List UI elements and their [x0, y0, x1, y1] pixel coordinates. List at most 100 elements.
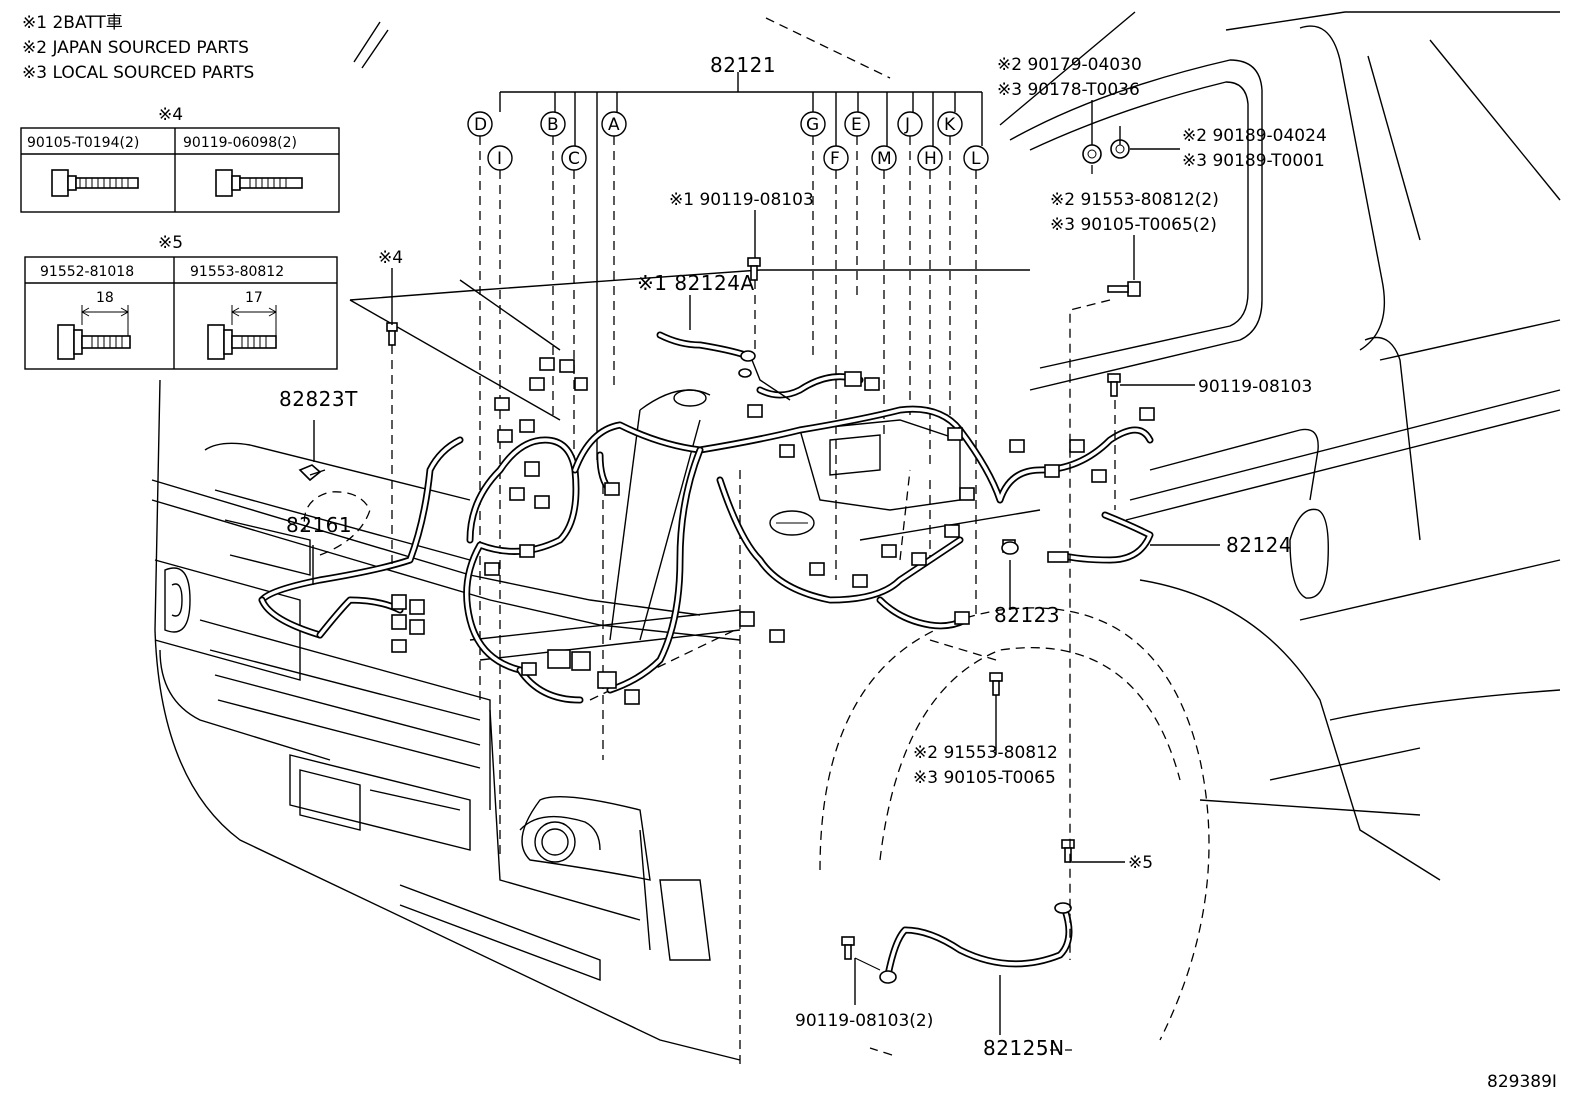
label-90119-08103-a: ※1 90119-08103 — [669, 190, 814, 210]
cable-82124 — [1047, 511, 1154, 564]
diagram-id: 829389I — [1487, 1072, 1557, 1092]
bolt-icon — [1107, 281, 1141, 297]
svg-text:D: D — [474, 115, 487, 135]
nut-icon — [1082, 144, 1102, 164]
connector-block — [534, 495, 550, 509]
connector-callout-I: I — [487, 145, 513, 171]
connector-block — [597, 671, 617, 689]
connector-callouts: D I B C A G F E — [467, 72, 989, 1070]
label-82124A: ※1 82124A — [637, 271, 755, 295]
connector-block — [1009, 439, 1025, 453]
svg-text:B: B — [547, 115, 559, 135]
connector-block — [574, 377, 588, 391]
dim-17: 17 — [245, 290, 263, 306]
flange-bolt-icon — [215, 169, 303, 197]
label-90105-T0065-2: ※3 90105-T0065(2) — [1050, 215, 1217, 235]
connector-block — [571, 651, 591, 671]
bolt-table-4: ※4 90105-T0194(2) 90119-06098(2) — [20, 105, 340, 213]
connector-block — [519, 544, 535, 558]
svg-text:G: G — [806, 115, 819, 135]
connector-callout-A: A — [601, 111, 627, 137]
cable-82124A — [656, 331, 791, 401]
svg-text:A: A — [608, 115, 620, 135]
connector-block — [852, 574, 868, 588]
connector-block — [604, 482, 620, 496]
bolt-icons — [386, 139, 1141, 960]
svg-text:C: C — [568, 149, 580, 169]
svg-text:F: F — [830, 149, 840, 169]
engine-room-harness-82121 — [463, 373, 1154, 704]
bolt-icon — [1107, 373, 1121, 397]
label-90119-08103-b: 90119-08103 — [1198, 377, 1312, 397]
connector-block — [1091, 469, 1107, 483]
svg-text:E: E — [851, 115, 862, 135]
svg-text:L: L — [971, 149, 981, 169]
note-1: ※1 2BATT車 — [22, 13, 123, 33]
connector-block — [944, 524, 960, 538]
label-90179-04030: ※2 90179-04030 — [997, 55, 1142, 75]
connector-block — [524, 461, 540, 477]
svg-text:M: M — [877, 149, 892, 169]
connector-block — [947, 427, 963, 441]
label-91553-80812-2: ※2 91553-80812(2) — [1050, 190, 1219, 210]
flange-bolt-icon — [51, 169, 139, 197]
connector-block — [739, 611, 755, 627]
connector-block — [864, 377, 880, 391]
connector-block — [521, 662, 537, 676]
label-note5: ※5 — [1128, 853, 1153, 873]
connector-block — [844, 371, 862, 387]
label-82121: 82121 — [710, 53, 776, 77]
label-82823T: 82823T — [279, 387, 358, 411]
connector-block — [529, 377, 545, 391]
connector-callout-M: M — [871, 145, 897, 171]
bolt-table-5: ※5 91552-81018 91553-80812 18 17 — [24, 233, 338, 370]
connector-callout-L: L — [963, 145, 989, 171]
leader-lines — [312, 100, 1220, 1056]
note-2: ※2 JAPAN SOURCED PARTS — [22, 38, 249, 58]
bolt-icon — [841, 936, 855, 960]
bolt-icon — [989, 672, 1003, 696]
connector-block — [624, 689, 640, 705]
connector-block — [494, 397, 510, 411]
table5-col-1: 91552-81018 — [40, 264, 134, 280]
table4-col-1: 90105-T0194(2) — [27, 135, 139, 151]
connector-callout-C: C — [561, 145, 587, 171]
part-labels: 82121 ※1 90119-08103 ※1 82124A ※4 82823T… — [279, 53, 1557, 1092]
table5-col-2: 91553-80812 — [190, 264, 284, 280]
connector-block — [497, 429, 513, 443]
bolt-icon — [747, 257, 761, 281]
connector-block — [519, 419, 535, 433]
dim-18: 18 — [96, 290, 114, 306]
svg-text:I: I — [497, 149, 502, 169]
connector-block — [959, 487, 975, 501]
label-82123: 82123 — [994, 603, 1060, 627]
connector-block — [911, 552, 927, 566]
svg-text:H: H — [924, 149, 937, 169]
connector-block — [747, 404, 763, 418]
connector-block — [547, 649, 571, 669]
connector-callout-K: K — [937, 111, 963, 137]
bolt-icon — [386, 322, 398, 346]
connector-block — [484, 562, 500, 576]
label-91553-80812: ※2 91553-80812 — [913, 743, 1058, 763]
connector-callout-H: H — [917, 145, 943, 171]
label-82125N: 82125N — [983, 1036, 1065, 1060]
connector-callout-G: G — [800, 111, 826, 137]
connector-callout-D: D — [467, 111, 493, 137]
label-90189-04024: ※2 90189-04024 — [1182, 126, 1327, 146]
connector-block — [809, 562, 825, 576]
svg-text:K: K — [944, 115, 956, 135]
connector-callout-B: B — [540, 111, 566, 137]
flange-bolt-icon — [207, 324, 277, 360]
label-82161: 82161 — [286, 513, 352, 537]
connector-block — [1069, 439, 1085, 453]
connector-block — [769, 629, 785, 643]
connector-block — [1044, 464, 1060, 478]
label-90119-08103-2: 90119-08103(2) — [795, 1011, 933, 1031]
notes-block: ※1 2BATT車 ※2 JAPAN SOURCED PARTS ※3 LOCA… — [22, 13, 254, 83]
label-82124: 82124 — [1226, 533, 1292, 557]
svg-text:J: J — [904, 115, 910, 135]
note-3: ※3 LOCAL SOURCED PARTS — [22, 63, 254, 83]
harness-82161 — [258, 436, 464, 653]
